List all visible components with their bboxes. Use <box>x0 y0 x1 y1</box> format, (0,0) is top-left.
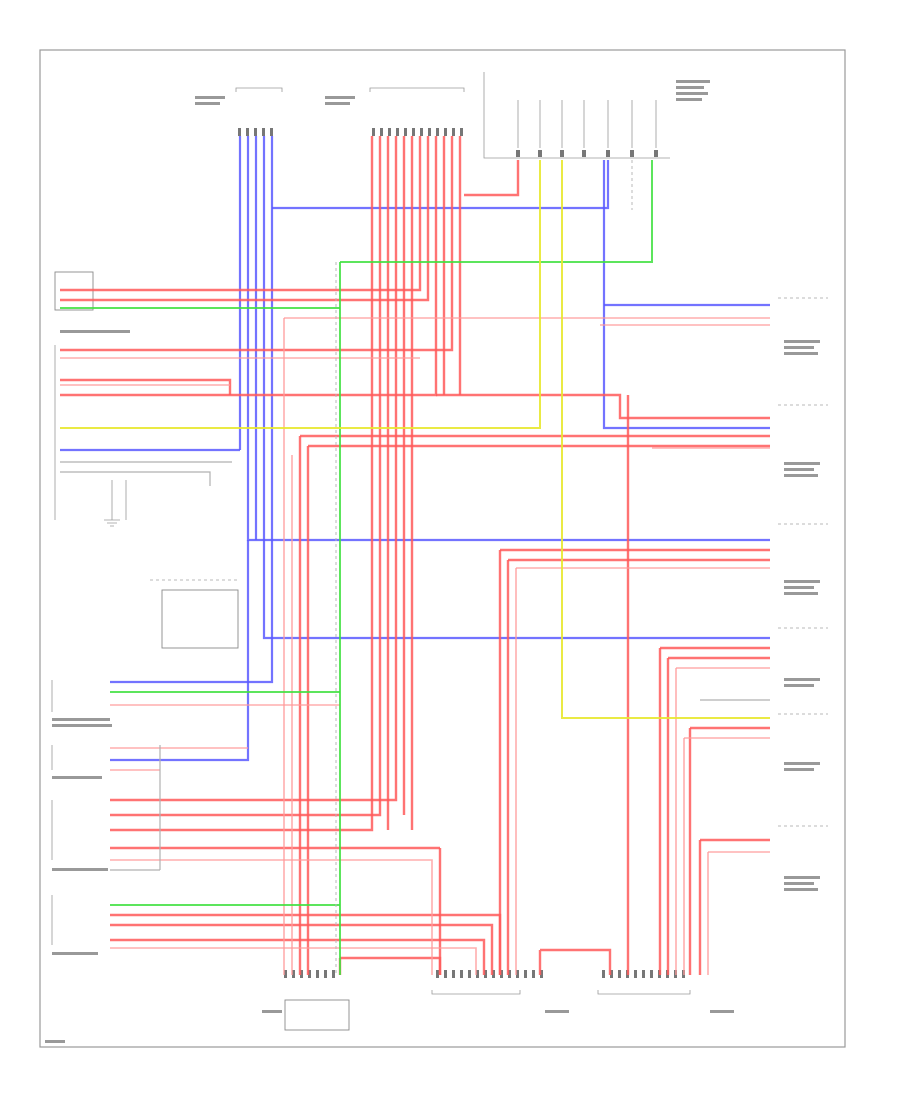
bottom-connector-b <box>431 970 543 995</box>
top-connector-b <box>369 87 465 136</box>
ground-symbol-a <box>104 480 120 527</box>
green-wires <box>60 160 653 975</box>
blue-wires <box>60 136 770 762</box>
label-marks <box>45 80 820 1043</box>
yellow-wires <box>60 160 770 719</box>
diagram-frame <box>39 49 846 1048</box>
diagnosis-connector-box <box>483 72 670 159</box>
gray-wires <box>60 160 770 975</box>
top-connector-a <box>235 87 283 136</box>
red-wires <box>60 136 770 975</box>
bottom-connector-a <box>284 970 350 1031</box>
relay-box <box>161 589 239 649</box>
pink-wires <box>60 317 770 975</box>
